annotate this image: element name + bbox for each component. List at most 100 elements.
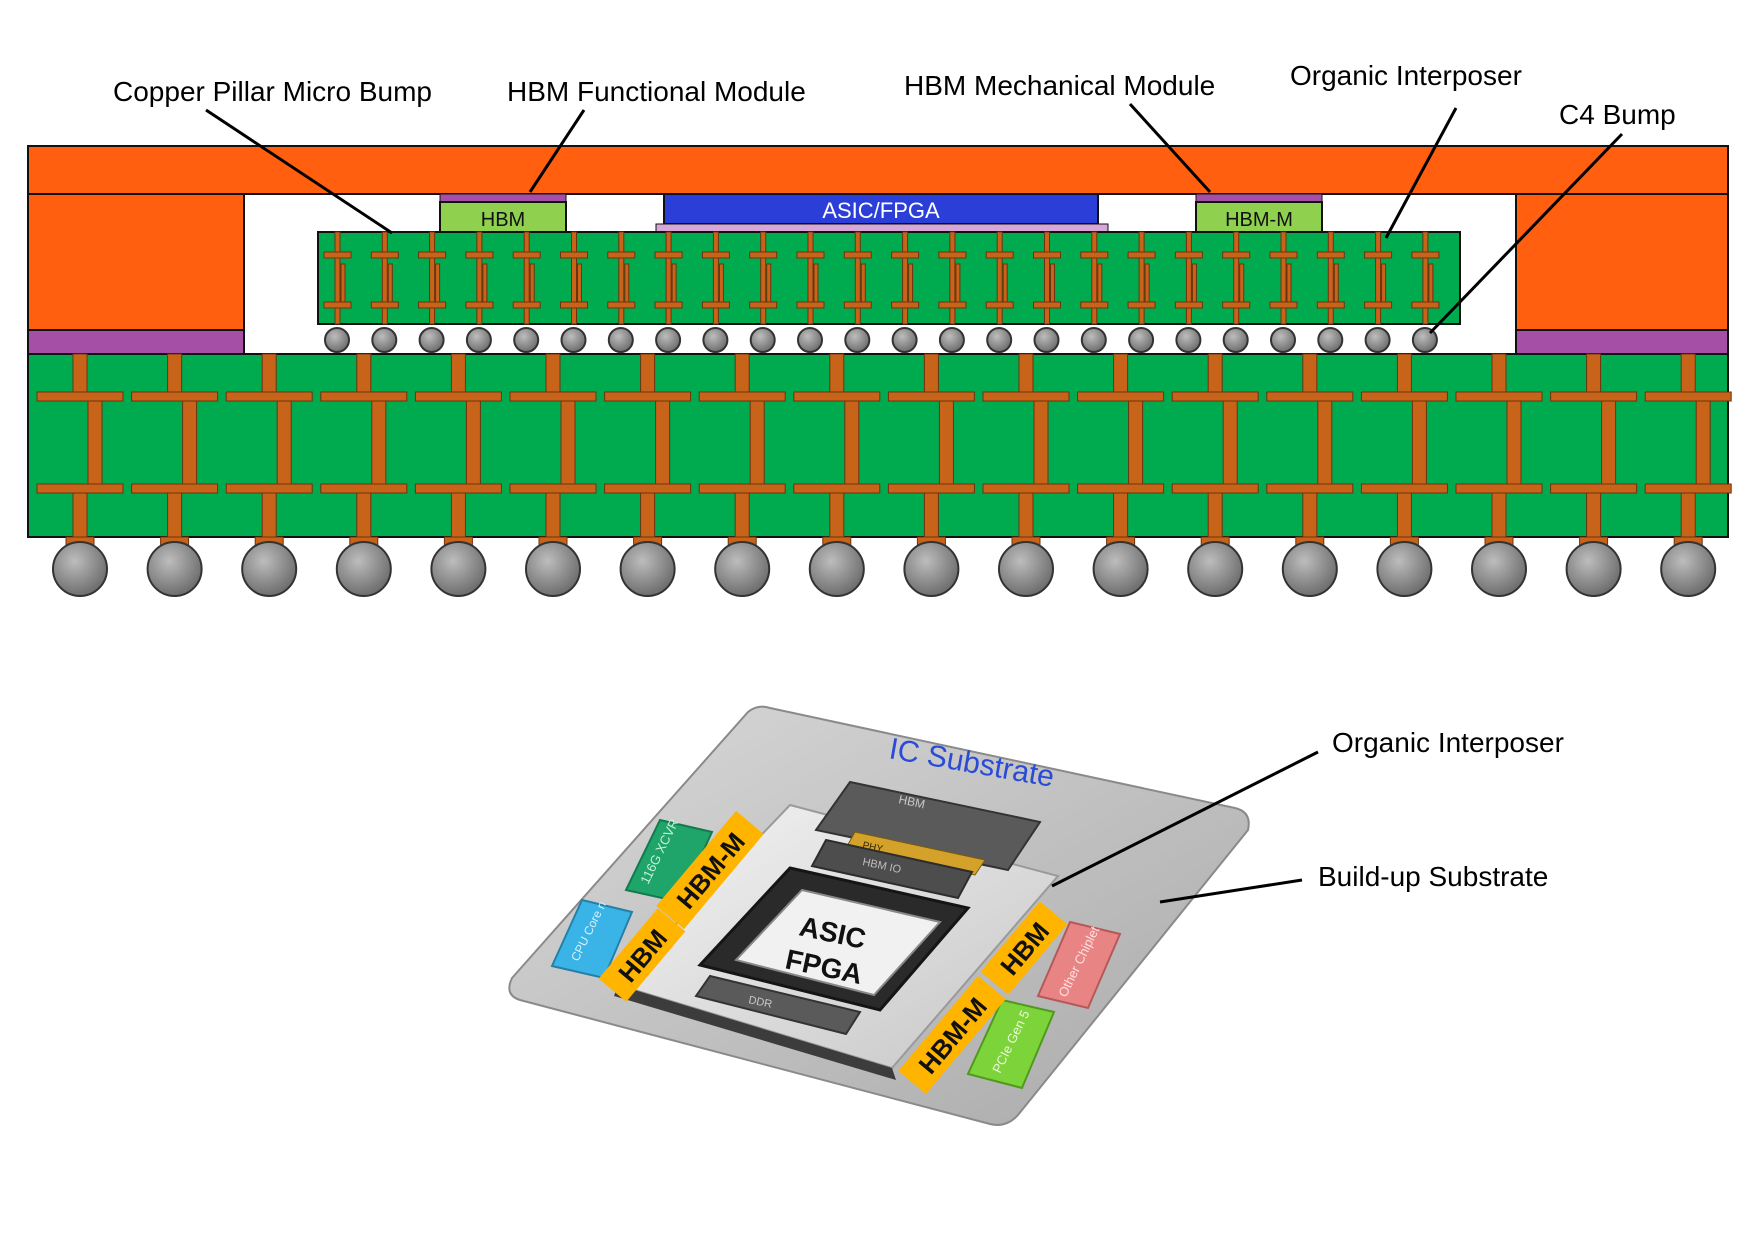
c4-bump	[655, 327, 682, 353]
bga-balls	[52, 536, 1717, 597]
interposer-via	[712, 231, 719, 325]
other-chiplet	[1036, 920, 1122, 1010]
pcie-chiplet	[966, 998, 1056, 1090]
substrate-via-pad	[1644, 391, 1732, 402]
c4-bump	[465, 327, 492, 353]
substrate-via-lower	[545, 492, 561, 538]
phy-strip	[845, 831, 986, 876]
substrate-via-upper	[829, 353, 845, 397]
substrate-via-pad	[131, 483, 219, 494]
substrate-via-pad	[1266, 391, 1354, 402]
bga-ball	[241, 541, 298, 597]
interposer-via-pad	[1364, 251, 1393, 259]
interposer-via-pad	[370, 301, 399, 309]
bga-ball	[903, 541, 960, 597]
substrate-via-lower	[261, 492, 277, 538]
interposer-via-pad	[465, 251, 494, 259]
c4-bump	[844, 327, 871, 353]
substrate-via-pad	[887, 391, 975, 402]
substrate-via-pad	[509, 391, 597, 402]
interposer-via	[618, 231, 625, 325]
c4-bump	[1364, 327, 1391, 353]
substrate-via-pad	[982, 391, 1070, 402]
bga-ball	[808, 541, 865, 597]
label-copper-pillar: Copper Pillar Micro Bump	[113, 76, 432, 107]
substrate-via-upper	[1207, 353, 1223, 397]
interposer-vias	[323, 231, 1440, 325]
label-hbm-mechanical: HBM Mechanical Module	[904, 70, 1215, 101]
leader-organic-interposer	[1384, 107, 1458, 239]
leader-copper-pillar	[205, 108, 393, 235]
interposer-via-trace	[1381, 263, 1387, 303]
adhesive-right	[1515, 329, 1729, 355]
substrate-via-lower	[1586, 492, 1602, 538]
c4-bump	[371, 327, 398, 353]
leader-hbm-functional	[528, 109, 586, 193]
substrate-via-pad	[1550, 391, 1638, 402]
substrate-via-lower	[1113, 492, 1129, 538]
substrate-via-pad	[1550, 483, 1638, 494]
substrate-via-pad	[1360, 483, 1448, 494]
substrate-via-core	[938, 400, 954, 494]
c4-bump	[797, 327, 823, 353]
c4-bump	[749, 327, 776, 353]
c4-bump	[891, 327, 918, 353]
substrate-via-pad	[320, 391, 408, 402]
substrate-via-lower	[72, 492, 88, 538]
substrate-via-upper	[167, 353, 183, 397]
substrate-via-pad	[604, 483, 692, 494]
substrate-via-pad	[793, 391, 881, 402]
substrate-via-pad	[509, 483, 597, 494]
substrate-via-upper	[545, 353, 561, 397]
leader-organic-interposer-3d	[1051, 750, 1319, 888]
cross-section: HBM ASIC/FPGA HBM-M Copper Pillar Micro …	[27, 60, 1732, 597]
c4-bump	[1411, 327, 1438, 353]
substrate-via-pad	[887, 483, 975, 494]
interposer-via-trace	[860, 263, 866, 303]
interposer-via-pad	[1316, 251, 1345, 259]
substrate-via-lower	[829, 492, 845, 538]
substrate-via-lower	[167, 492, 183, 538]
interposer-via-pad	[465, 301, 494, 309]
substrate-via-lower	[1491, 492, 1507, 538]
interposer-via	[571, 231, 577, 325]
substrate-via-core	[87, 400, 103, 494]
substrate-via-pad	[320, 483, 408, 494]
substrate-via-core	[182, 400, 198, 494]
substrate-vias	[36, 353, 1732, 538]
interposer-via-pad	[370, 251, 399, 259]
substrate-via-core	[1695, 400, 1711, 494]
hbm-m-chip-label: HBM-M	[1225, 209, 1293, 231]
interposer-via	[1422, 231, 1429, 325]
interposer-via-trace	[1191, 263, 1197, 303]
interposer-via	[1327, 231, 1334, 325]
substrate-via-lower	[1207, 492, 1223, 538]
substrate-via-core	[1128, 400, 1144, 494]
hbm-m-chip	[1195, 201, 1323, 233]
interposer-via-trace	[955, 263, 961, 303]
c4-bump	[1270, 327, 1296, 353]
substrate-via-lower	[450, 492, 466, 538]
interposer-via-trace	[766, 263, 772, 303]
substrate-via-lower	[1302, 492, 1318, 538]
bga-ball	[1281, 541, 1338, 597]
substrate-via-core	[1506, 400, 1522, 494]
interposer-via-pad	[323, 251, 352, 259]
interposer-via	[1233, 231, 1240, 325]
ddr-block	[694, 974, 862, 1036]
interposer-via-trace	[340, 263, 346, 303]
substrate-via-core	[749, 400, 765, 494]
substrate-via-pad	[225, 391, 313, 402]
interposer-via-pad	[701, 251, 730, 259]
bga-ball	[525, 541, 581, 597]
substrate-via-pad	[698, 483, 786, 494]
interposer-via-pad	[418, 301, 447, 309]
interposer-via-pad	[1316, 301, 1345, 309]
hbm-io-block	[810, 838, 974, 900]
interposer-via	[1138, 231, 1145, 325]
substrate-via-pad	[793, 483, 881, 494]
interposer-via-pad	[654, 301, 683, 309]
substrate-via-pad	[1644, 483, 1732, 494]
substrate-via-lower	[1396, 492, 1412, 538]
interposer-via-pad	[796, 251, 825, 259]
